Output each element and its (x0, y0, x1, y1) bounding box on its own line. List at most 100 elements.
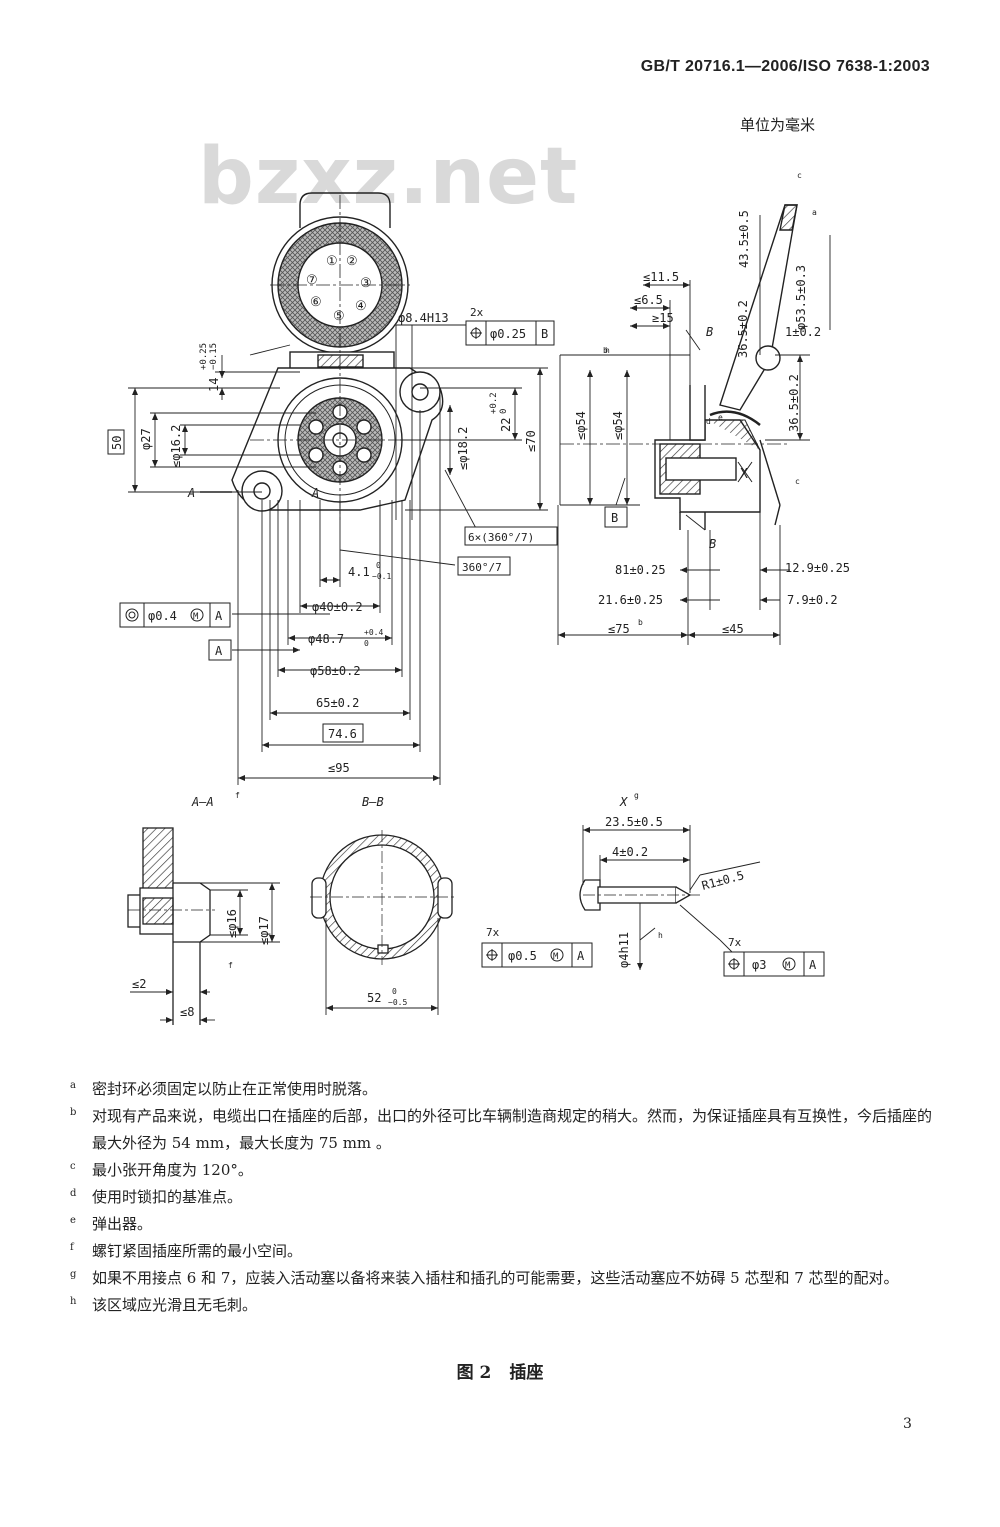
note-e-ref: e (718, 413, 723, 422)
dim-54-max-note: b (603, 346, 608, 355)
note-a: a 密封环必须固定以防止在正常使用时脱落。 (70, 1076, 940, 1103)
section-a-left: A (187, 486, 195, 500)
coax-tol-value: φ0.4 (148, 609, 177, 623)
dim-75-note: b (638, 618, 643, 627)
dim-58: φ58±0.2 (310, 664, 361, 678)
note-mark: c (70, 1161, 76, 1172)
dim-21-6: 21.6±0.25 (598, 593, 663, 607)
position-tolerance-frame: φ0.25 B (465, 320, 555, 346)
note-h-ref-x: h (658, 931, 663, 940)
dim-54-max: ≤φ54 (574, 411, 588, 440)
figure-title: 插座 (509, 1363, 544, 1383)
section-aa-title: A—A (191, 795, 214, 809)
note-text: 密封环必须固定以防止在正常使用时脱落。 (92, 1080, 378, 1098)
dim-16: ≤φ16 (225, 909, 239, 938)
section-b-b (310, 830, 455, 1015)
dim-48-7-tol-lower: 0 (364, 639, 369, 648)
pin-5-label: ⑤ (333, 309, 345, 324)
left-tol-count: 7x (486, 926, 500, 939)
note-text: 如果不用接点 6 和 7，应装入活动塞以备将来装入插柱和插孔的可能需要，这些活动… (92, 1269, 899, 1287)
dim-54: ≤φ54 (611, 411, 625, 440)
detail-x-text: X g 23.5±0.5 4±0.2 R1±0.5 φ4h11 h 7x φ0.… (481, 791, 825, 977)
pin-2-label: ② (346, 254, 358, 269)
detail-x (579, 879, 700, 911)
section-b-bottom: B (709, 537, 716, 551)
dim-43-5: 43.5±0.5 (737, 210, 751, 268)
dim-36-5a: 36.5±0.2 (736, 300, 750, 358)
dim-14: 14 (207, 378, 221, 392)
left-tolerance-frame: φ0.5 M A (481, 942, 593, 968)
note-mark: a (70, 1080, 76, 1091)
side-view-dimensions (557, 215, 831, 645)
note-text: 该区域应光滑且无毛刺。 (92, 1296, 258, 1314)
technical-drawing: ① ② ③ ④ ⑤ ⑥ ⑦ (107, 171, 850, 1025)
note-mark: e (70, 1215, 76, 1226)
dim-22-tol-upper: +0.2 (489, 392, 499, 414)
section-aa-title-note: f (235, 791, 240, 800)
dim-95: ≤95 (328, 761, 350, 775)
section-bb-title: B—B (362, 795, 384, 809)
dim-2: ≤2 (132, 977, 146, 991)
dim-53-5: φ53.5±0.3 (794, 265, 808, 330)
right-tol-count: 7x (728, 936, 742, 949)
dim-65: 65±0.2 (316, 696, 359, 710)
dim-52-tol-lower: −0.5 (388, 998, 407, 1007)
dim-11-5: ≤11.5 (643, 270, 679, 284)
dim-22: 22 (499, 418, 513, 432)
dim-1: 1±0.2 (785, 325, 821, 339)
figure-caption: 图 2 插座 (0, 1358, 1000, 1383)
left-tol-value: φ0.5 (508, 949, 537, 963)
front-view (231, 192, 444, 520)
dim-40: φ40±0.2 (312, 600, 363, 614)
hole-dimension: φ8.4H13 (398, 311, 449, 325)
dim-4: 4±0.2 (612, 845, 648, 859)
angle-360: 360°/7 (462, 561, 502, 574)
dim-52: 52 (367, 991, 381, 1005)
dim-22-tol-lower: 0 (499, 409, 509, 414)
front-view-dimensions (128, 324, 548, 785)
note-text: 螺钉紧固插座所需的最小空间。 (92, 1242, 303, 1260)
coaxiality-tolerance-frame: φ0.4 M A (119, 602, 231, 628)
position-tol-ref: B (541, 327, 548, 341)
coax-tol-modifier: M (193, 612, 199, 622)
angle-6x: 6×(360°/7) (468, 531, 534, 544)
side-view-text: ≤11.5 ≤6.5 ≥15 B B 43.5±0.5 φ53.5±0.3 36… (574, 171, 850, 636)
dim-4-1: 4.1 (348, 565, 370, 579)
pin-labels: ① ② ③ ④ ⑤ ⑥ ⑦ (306, 254, 372, 324)
dim-48-7: φ48.7 (308, 632, 344, 646)
detail-x-title-note: g (634, 791, 639, 800)
dim-48-7-tol-upper: +0.4 (364, 628, 383, 637)
note-mark: d (70, 1188, 77, 1199)
pin-1-label: ① (326, 254, 338, 269)
detail-x-title: X (619, 795, 628, 809)
right-tolerance-frame: φ3 M A (723, 951, 825, 977)
dim-15: ≥15 (652, 311, 674, 325)
dim-16-2: ≤φ16.2 (169, 425, 183, 468)
section-b-top: B (706, 325, 713, 339)
detail-x-dimensions (582, 825, 761, 970)
right-tol-modifier: M (785, 961, 791, 971)
coax-tol-ref: A (215, 609, 223, 623)
dim-36-5b: 36.5±0.2 (787, 374, 801, 432)
note-text: 弹出器。 (92, 1215, 153, 1233)
dim-14-tol-lower: −0.15 (209, 343, 219, 370)
note-c-ref: c (795, 477, 800, 486)
note-h-ref: h (605, 346, 610, 355)
section-a-a-text: A—A f ≤φ16 ≤φ17 ≤2 ≤8 f (132, 791, 271, 1019)
dim-r1: R1±0.5 (700, 868, 746, 893)
dim-70: ≤70 (524, 430, 538, 452)
figure-number: 图 2 (456, 1363, 492, 1383)
dim-phi4: φ4h11 (617, 932, 631, 968)
dim-17: ≤φ17 (257, 916, 271, 945)
section-a-a-dimensions (130, 882, 280, 1023)
section-a-right: A (311, 486, 319, 500)
dim-27: φ27 (139, 428, 153, 450)
left-tol-modifier: M (553, 952, 559, 962)
datum-b: B (611, 511, 618, 525)
